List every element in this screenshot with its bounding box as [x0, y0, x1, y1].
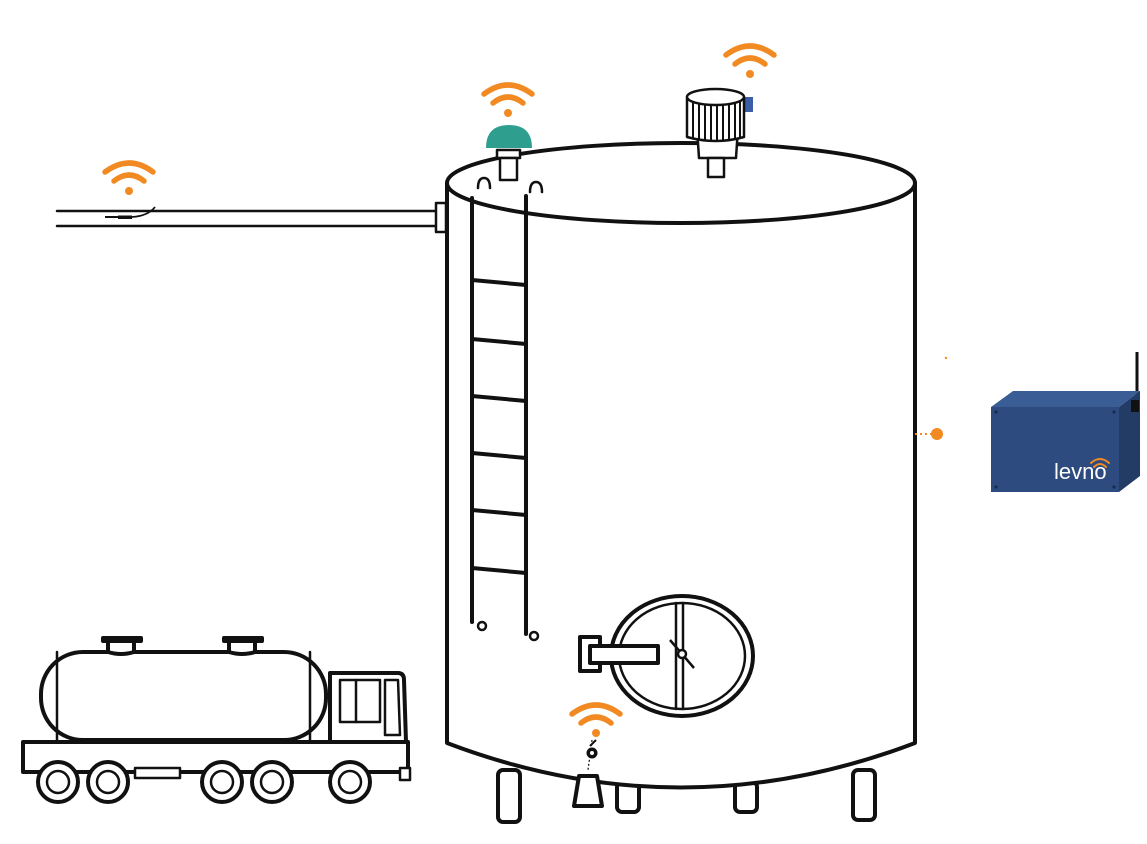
- tanker-truck: [21, 636, 412, 804]
- level-sensor: [486, 125, 532, 182]
- outlet-flow-sensor: [586, 739, 598, 759]
- tank-ladder: [470, 176, 544, 642]
- levno-logo-text: levno: [1054, 459, 1107, 484]
- wifi-signal-icon: [105, 163, 153, 195]
- pipe-temperature-probe: [105, 206, 156, 219]
- truck-wheels: [36, 760, 372, 804]
- agitator-motor: [685, 87, 753, 179]
- wifi-signal-icon: [484, 85, 532, 117]
- wifi-signal-icon: [726, 46, 774, 78]
- tank-manway: [578, 594, 755, 718]
- levno-logo-icon: [1090, 458, 1110, 468]
- levno-gateway-box: levno: [991, 352, 1140, 492]
- storage-tank: [445, 141, 917, 824]
- inlet-pipe: [55, 201, 448, 234]
- gateway-link: [915, 356, 948, 440]
